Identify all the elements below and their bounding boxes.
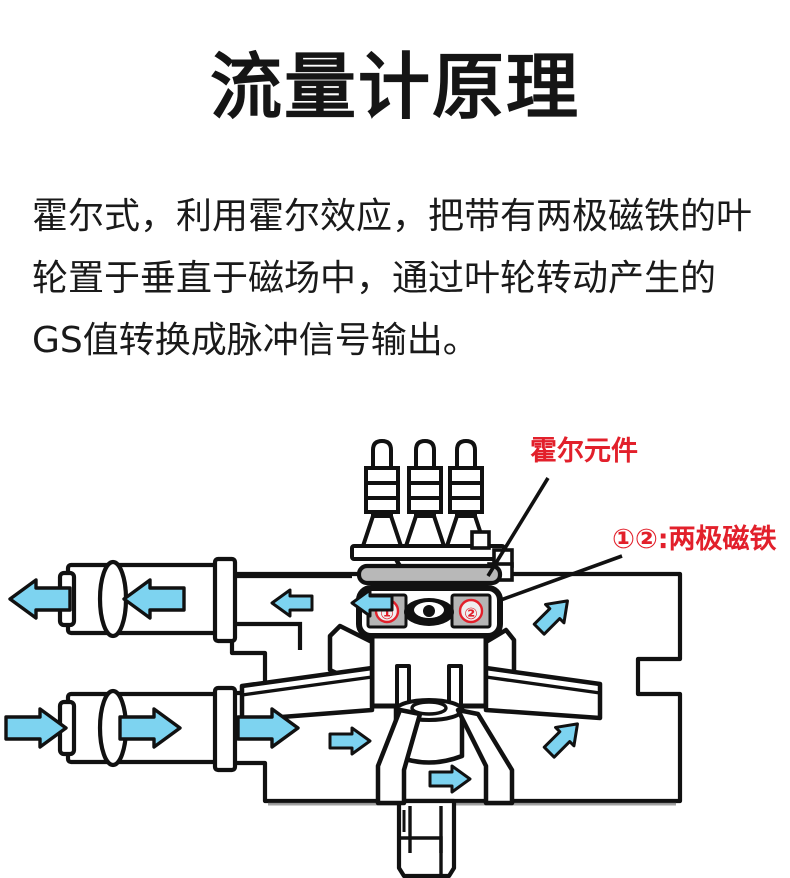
connector-pin-2 bbox=[404, 439, 446, 548]
hall-element-pcb bbox=[350, 530, 514, 586]
magnet-pole-2-symbol: ② bbox=[464, 604, 478, 623]
outlet-port bbox=[57, 556, 352, 650]
leader-line-magnets bbox=[497, 554, 623, 603]
connector-pin-1 bbox=[361, 439, 403, 548]
bottom-drain-stub bbox=[396, 798, 457, 878]
leader-lines bbox=[486, 477, 623, 603]
flowmeter-diagram: ① ② bbox=[0, 398, 790, 878]
connector-pin-group bbox=[361, 439, 487, 548]
label-hall-element: 霍尔元件 bbox=[530, 436, 638, 467]
rotor-bearing-eye bbox=[404, 598, 454, 626]
inlet-arrow-far-left bbox=[4, 707, 68, 749]
label-two-pole-magnets: ①②:两极磁铁 bbox=[612, 524, 777, 555]
page-title: 流量计原理 bbox=[209, 45, 580, 129]
description-paragraph: 霍尔式，利用霍尔效应，把带有两极磁铁的叶轮置于垂直于磁场中，通过叶轮转动产生的G… bbox=[32, 196, 753, 361]
magnet-pole-2-marker: ② bbox=[458, 598, 484, 624]
leader-line-hall-element bbox=[486, 477, 550, 577]
